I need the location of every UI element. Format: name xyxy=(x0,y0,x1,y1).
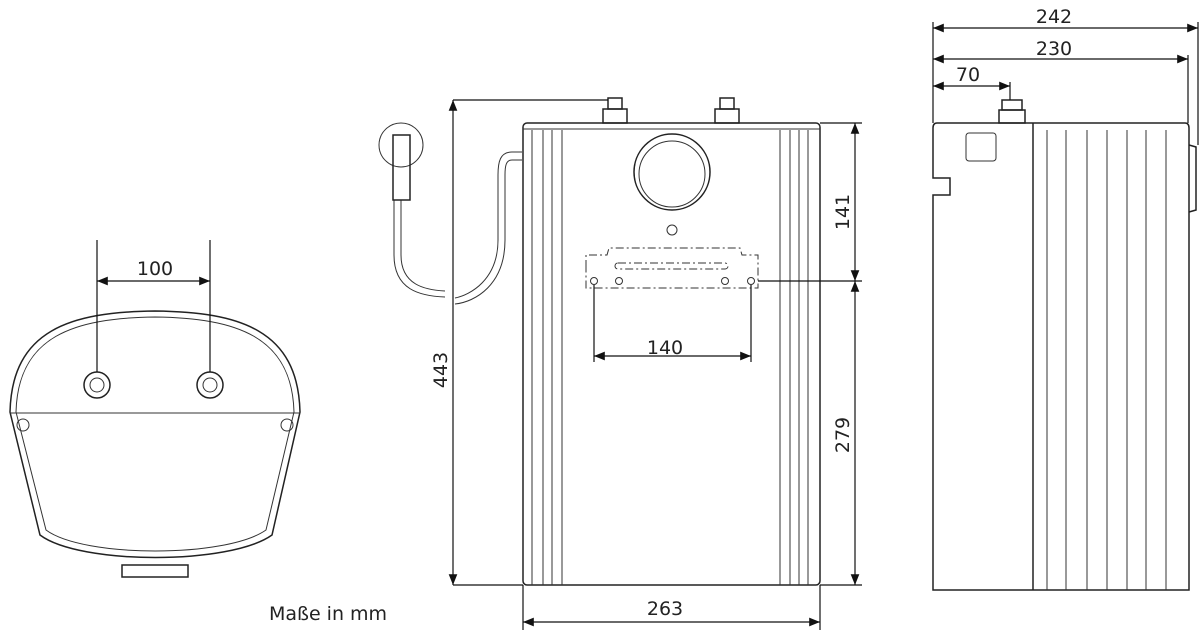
dim-263: 263 xyxy=(647,598,683,620)
side-view: 242 230 70 xyxy=(932,6,1199,591)
dim-242: 242 xyxy=(1036,6,1072,28)
dim-141: 141 xyxy=(832,194,854,230)
dim-height-443: 443 xyxy=(430,352,452,388)
dim-140: 140 xyxy=(647,337,683,359)
dim-230: 230 xyxy=(1036,38,1072,60)
dim-spacing-100: 100 xyxy=(137,258,173,280)
top-view: 100 xyxy=(9,240,301,578)
dim-70: 70 xyxy=(956,64,980,86)
front-view: 443 141 279 140 263 Maße in mm xyxy=(269,97,862,630)
dim-279: 279 xyxy=(832,417,854,453)
units-note: Maße in mm xyxy=(269,603,387,625)
